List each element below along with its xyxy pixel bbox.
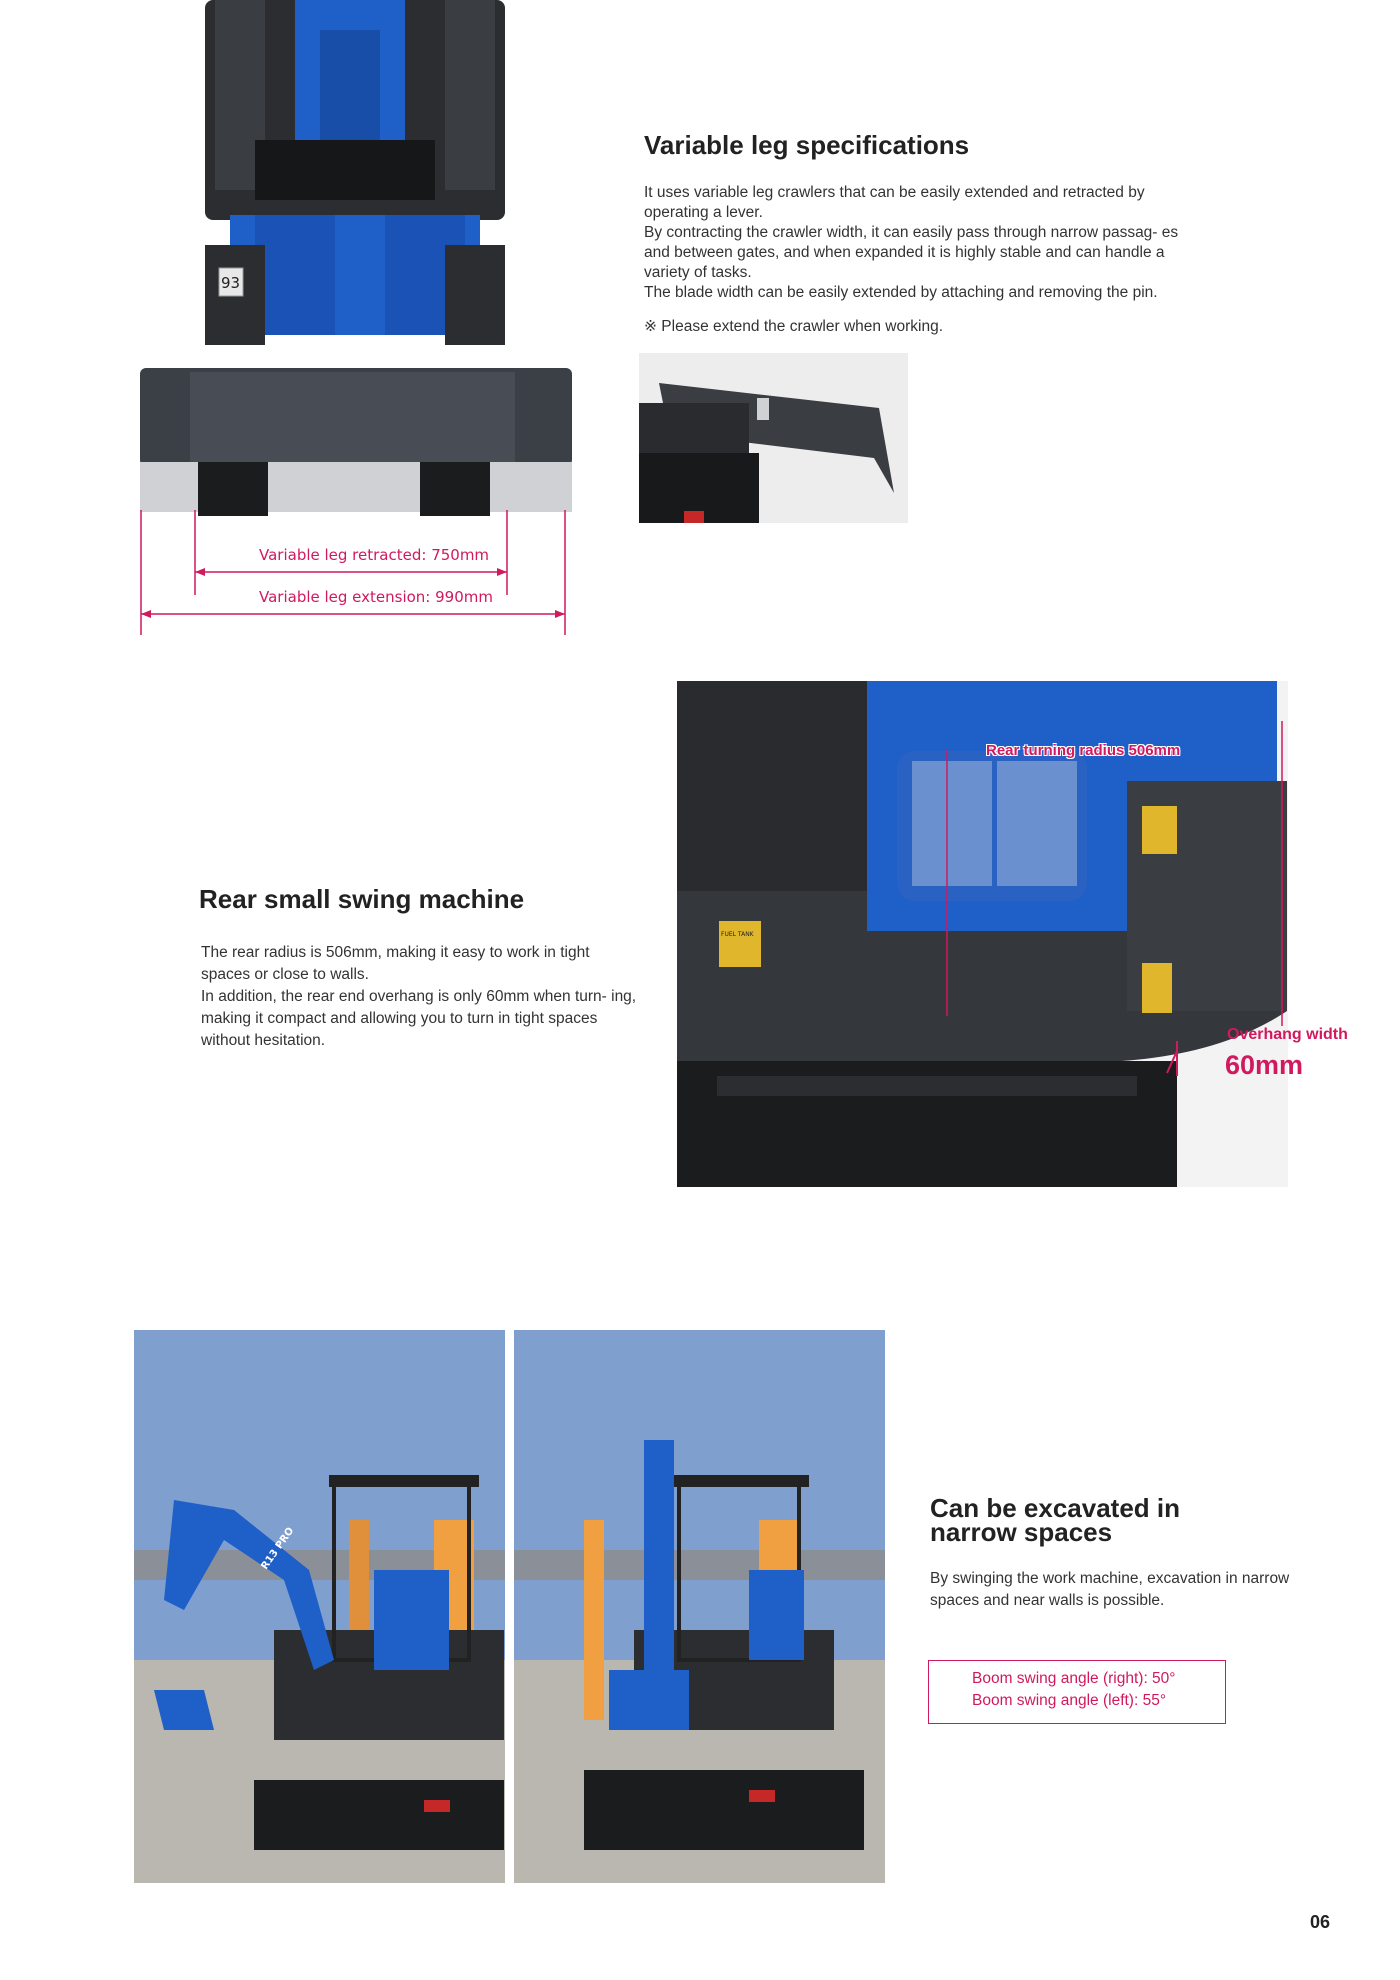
section2-paragraph-2: In addition, the rear end overhang is on… (201, 988, 637, 1049)
swing-right-photo: R13 PRO (134, 1330, 505, 1883)
front-view-illustration: 93 (135, 0, 575, 520)
dimension-extension: Variable leg extension: 990mm (259, 588, 493, 606)
section3-paragraph: By swinging the work machine, excavation… (930, 1570, 1290, 1609)
section3-title: Can be excavated in narrow spaces (930, 1493, 1180, 1547)
section2-body: The rear radius is 506mm, making it easy… (201, 942, 641, 1052)
blade-detail-image (639, 353, 908, 523)
section3-title-line2: narrow spaces (930, 1517, 1113, 1547)
rear-swing-image: FUEL TANK (677, 681, 1288, 1187)
excavator-front-image: 93 (140, 0, 572, 516)
dimension-diagram (135, 510, 575, 640)
dimension-retracted: Variable leg retracted: 750mm (259, 546, 490, 564)
page-number: 06 (1310, 1912, 1331, 1932)
rear-radius-label: Rear turning radius 506mm (986, 742, 1181, 759)
swing-angle-right: Boom swing angle (right): 50° (972, 1670, 1176, 1687)
swing-angle-left: Boom swing angle (left): 55° (972, 1692, 1167, 1709)
overhang-label: Overhang width (1227, 1026, 1348, 1043)
overhang-value: 60mm (1225, 1050, 1304, 1080)
section1-title: Variable leg specifications (644, 130, 970, 160)
plate-number: 93 (221, 274, 240, 292)
section1-body: It uses variable leg crawlers that can b… (644, 183, 1194, 337)
fuel-tank-label: FUEL TANK (721, 931, 755, 938)
swing-left-photo (514, 1330, 885, 1883)
section1-paragraph-3: The blade width can be easily extended b… (644, 284, 1158, 301)
section1-paragraph-2: By contracting the crawler width, it can… (644, 224, 1179, 281)
section3-title-line1: Can be excavated in (930, 1493, 1180, 1523)
section1-paragraph-1: It uses variable leg crawlers that can b… (644, 184, 1145, 221)
swing-angle-box: Boom swing angle (right): 50° Boom swing… (928, 1660, 1226, 1724)
section2-title: Rear small swing machine (199, 884, 525, 914)
dimension-lines (140, 510, 566, 635)
section2-paragraph-1: The rear radius is 506mm, making it easy… (201, 944, 590, 983)
section1-note: ※ Please extend the crawler when working… (644, 318, 944, 335)
